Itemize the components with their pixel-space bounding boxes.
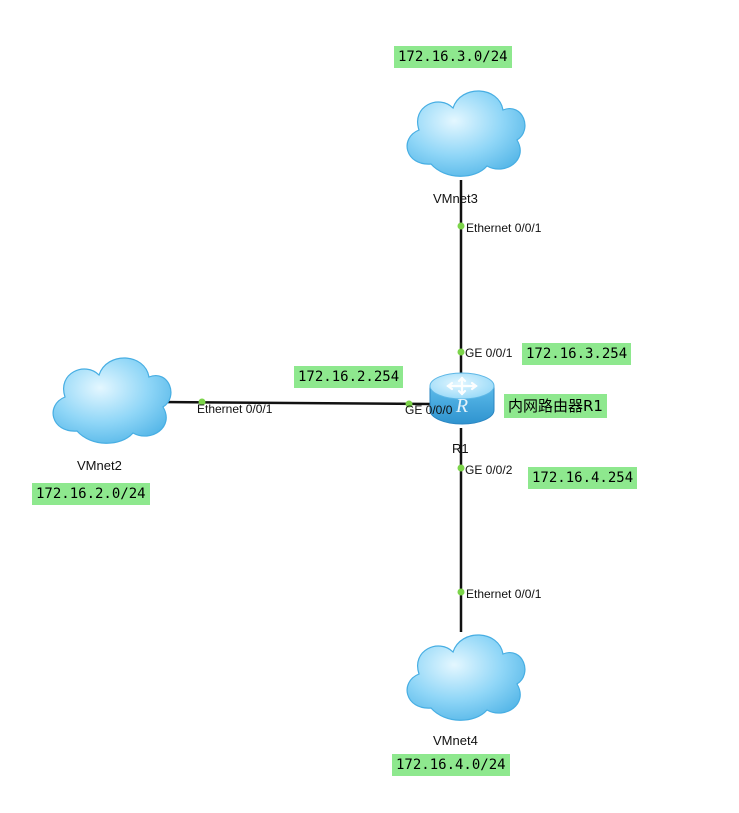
cloud-icon[interactable] — [406, 634, 526, 721]
port-dot — [457, 464, 465, 472]
vmnet2-port-label: Ethernet 0/0/1 — [197, 402, 273, 416]
cloud-icon[interactable] — [406, 90, 526, 177]
port-dot — [457, 222, 465, 230]
router-icon[interactable]: R — [429, 372, 495, 425]
vmnet3-port-label: Ethernet 0/0/1 — [466, 221, 542, 235]
port-dot — [198, 398, 206, 406]
port-dot — [457, 348, 465, 356]
vmnet3-name-label: VMnet3 — [433, 191, 478, 206]
vmnet4-network-label: 172.16.4.0/24 — [392, 754, 510, 776]
r1-ge002-ip-label: 172.16.4.254 — [528, 467, 638, 489]
r1-description-label: 内网路由器R1 — [504, 394, 607, 418]
r1-ge002-port-label: GE 0/0/2 — [465, 463, 513, 477]
vmnet2-network-label: 172.16.2.0/24 — [32, 483, 150, 505]
vmnet3-network-label: 172.16.3.0/24 — [394, 46, 512, 68]
vmnet4-port-label: Ethernet 0/0/1 — [466, 587, 542, 601]
r1-ge000-ip-label: 172.16.2.254 — [294, 366, 404, 388]
r1-ge001-ip-label: 172.16.3.254 — [522, 343, 632, 365]
r1-ge000-port-label: GE 0/0/0 — [405, 403, 453, 417]
cloud-icon[interactable] — [52, 357, 172, 444]
r1-ge001-port-label: GE 0/0/1 — [465, 346, 513, 360]
r1-name-label: R1 — [452, 441, 469, 456]
router-glyph: R — [455, 395, 468, 417]
port-dot — [457, 588, 465, 596]
port-dot — [405, 400, 413, 408]
vmnet2-name-label: VMnet2 — [77, 458, 122, 473]
vmnet4-name-label: VMnet4 — [433, 733, 478, 748]
